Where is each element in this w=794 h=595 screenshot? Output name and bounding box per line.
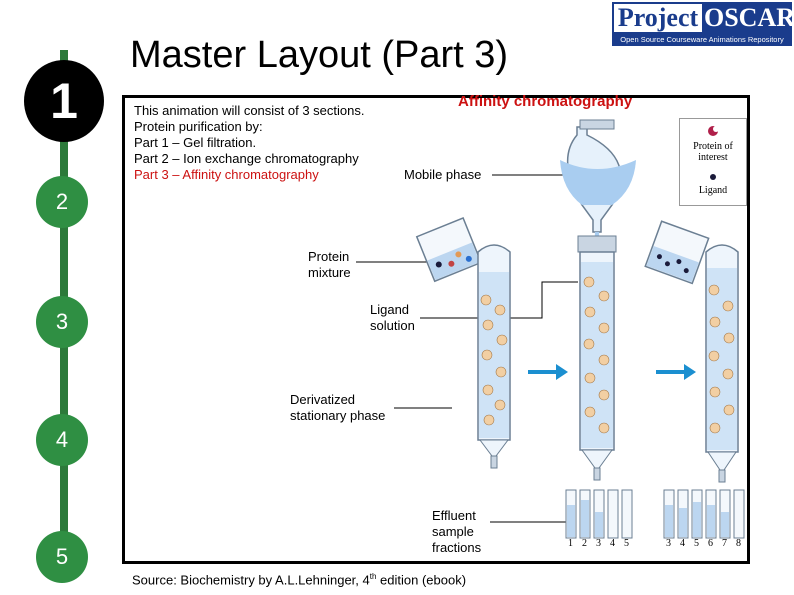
source-superscript: th	[369, 572, 377, 581]
mobile-phase-funnel	[560, 119, 636, 250]
fraction-number: 7	[722, 538, 727, 549]
intro-line-3: Part 1 – Gel filtration.	[134, 135, 257, 150]
effluent-tubes-right	[663, 489, 745, 539]
project-oscar-logo: Project OSCAR Open Source Courseware Ani…	[612, 2, 794, 46]
intro-text: This animation will consist of 3 section…	[134, 103, 364, 183]
intro-line-1: This animation will consist of 3 section…	[134, 103, 365, 118]
intro-line-4: Part 2 – Ion exchange chromatography	[134, 151, 359, 166]
protein-mixture-label: Protein mixture	[308, 249, 351, 280]
source-text: Source: Biochemistry by A.L.Lehninger, 4	[132, 572, 370, 588]
logo-word-project: Project	[612, 2, 704, 34]
column-2	[577, 235, 617, 481]
step-1-marker[interactable]: 1	[24, 60, 104, 142]
ligand-legend-icon	[710, 174, 716, 180]
fraction-number: 6	[708, 538, 713, 549]
intro-line-5: Part 3 – Affinity chromatography	[134, 167, 319, 182]
fraction-number: 8	[736, 538, 741, 549]
source-citation: Source: Biochemistry by A.L.Lehninger, 4…	[132, 572, 466, 587]
fraction-number: 5	[694, 538, 699, 549]
legend-protein-label: Protein of interest	[693, 141, 733, 163]
fraction-number: 3	[666, 538, 671, 549]
legend-box: Protein of interest Ligand	[679, 118, 747, 206]
stationary-phase-label: Derivatized stationary phase	[290, 392, 386, 423]
effluent-fill-left	[567, 500, 603, 537]
protein-mixture-beaker	[415, 217, 483, 283]
fraction-number: 1	[568, 538, 573, 549]
intro-line-2: Protein purification by:	[134, 119, 263, 134]
section-heading: Affinity chromatography	[458, 93, 633, 110]
step-3-marker[interactable]: 3	[36, 296, 88, 348]
step-5-marker[interactable]: 5	[36, 531, 88, 583]
logo-word-oscar: OSCAR	[704, 2, 794, 34]
fraction-number: 4	[610, 538, 615, 549]
fraction-number: 3	[596, 538, 601, 549]
ligand-solution-label: Ligand solution	[370, 302, 415, 333]
fraction-number: 4	[680, 538, 685, 549]
column-1	[477, 244, 511, 469]
step-2-marker[interactable]: 2	[36, 176, 88, 228]
effluent-label: Effluent sample fractions	[432, 508, 482, 555]
ligand-solution-beaker	[644, 220, 710, 285]
legend-ligand-label: Ligand	[698, 185, 728, 196]
flow-arrows	[528, 364, 696, 380]
effluent-fill-right	[665, 502, 729, 537]
step-4-marker[interactable]: 4	[36, 414, 88, 466]
column-3	[705, 244, 739, 483]
diagram-panel	[122, 95, 750, 564]
logo-subtitle: Open Source Courseware Animations Reposi…	[612, 34, 792, 46]
fraction-number: 5	[624, 538, 629, 549]
mobile-phase-label: Mobile phase	[404, 167, 482, 182]
page-title: Master Layout (Part 3)	[130, 34, 509, 76]
source-tail: edition (ebook)	[376, 572, 467, 588]
fraction-number: 2	[582, 538, 587, 549]
